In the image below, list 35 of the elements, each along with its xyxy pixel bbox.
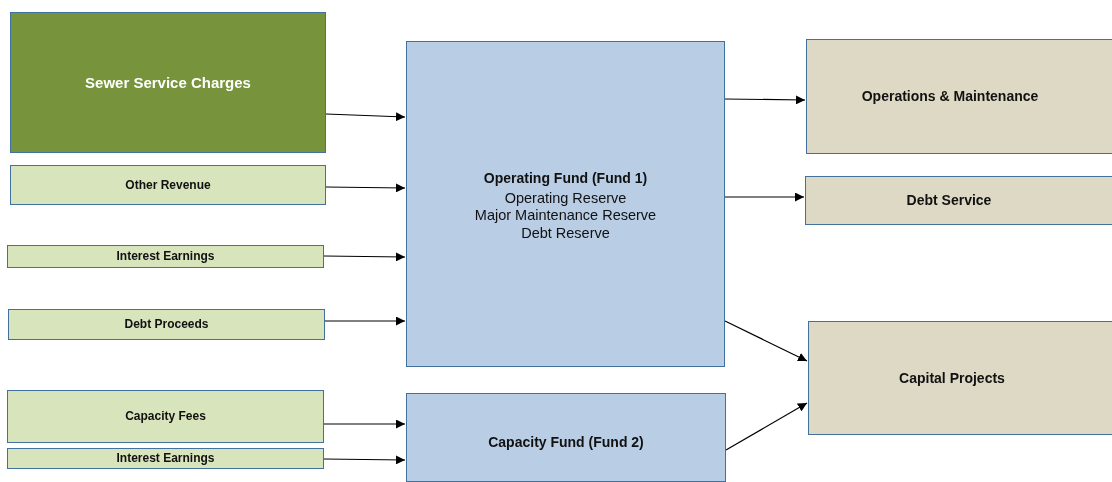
box-label: Interest Earnings: [116, 249, 215, 264]
arrow: [325, 112, 406, 122]
arrow: [325, 183, 406, 193]
revenue-box: [7, 390, 324, 443]
expense-box: [806, 39, 1112, 154]
revenue-box: [7, 448, 324, 469]
box-label: Debt Proceeds: [124, 317, 209, 332]
fund-box: [406, 41, 725, 367]
arrow: [724, 95, 806, 105]
box-label: Capacity Fees: [125, 409, 206, 424]
arrow: [324, 316, 406, 326]
reserve-item: Major Maintenance Reserve: [474, 207, 657, 225]
fund-box: [406, 393, 726, 482]
box-label: Interest Earnings: [116, 451, 215, 466]
arrow: [724, 320, 808, 362]
revenue-box: [8, 309, 325, 340]
revenue-box: [10, 165, 326, 205]
fund-heading: Operating Fund (Fund 1): [483, 170, 648, 187]
arrow: [725, 402, 808, 451]
arrow: [724, 192, 805, 202]
revenue-box: [10, 12, 326, 153]
box-label: Capital Projects: [899, 369, 1005, 387]
arrow: [323, 455, 406, 465]
box-label: Capacity Fund (Fund 2): [488, 434, 644, 451]
box-label: Other Revenue: [125, 177, 211, 193]
arrow: [323, 252, 406, 262]
box-label: Sewer Service Charges: [85, 73, 251, 92]
expense-box: [805, 176, 1112, 225]
arrow: [323, 419, 406, 429]
box-label: Debt Service: [906, 192, 992, 209]
revenue-box: [7, 245, 324, 268]
reserve-item: Operating Reserve: [504, 189, 627, 208]
reserve-item: Debt Reserve: [521, 224, 610, 242]
expense-box: [808, 321, 1112, 435]
box-label: Operations & Maintenance: [861, 88, 1039, 105]
